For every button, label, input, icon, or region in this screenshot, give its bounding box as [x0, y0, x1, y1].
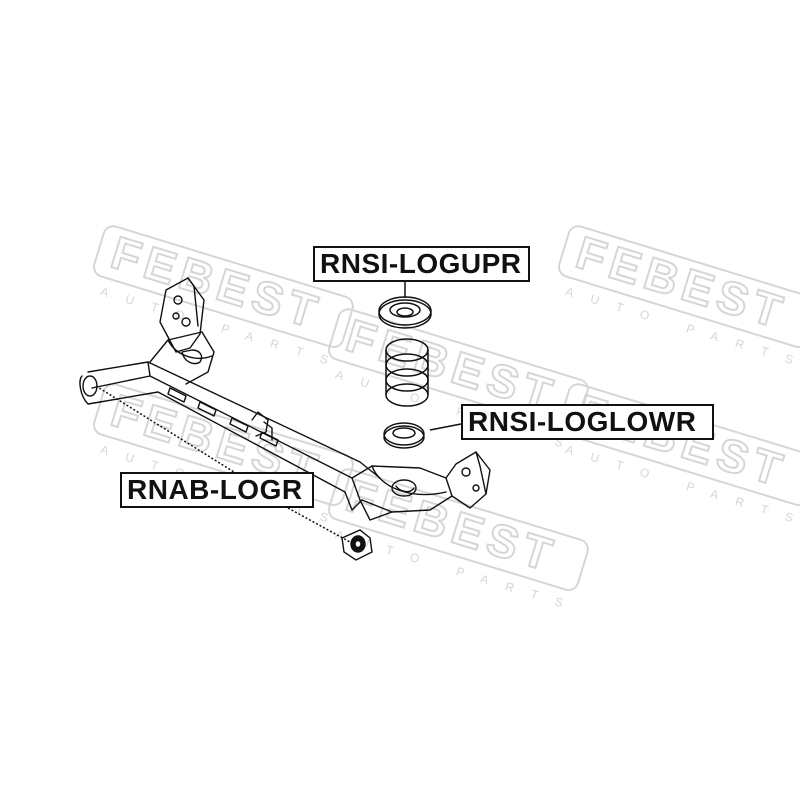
rear-axle-beam: [79, 277, 491, 521]
part-label-lower-spring-seat[interactable]: RNSI-LOGLOWR: [461, 404, 714, 440]
leader-beam-left: [95, 385, 235, 473]
part-label-upper-spring-seat[interactable]: RNSI-LOGUPR: [313, 246, 530, 282]
leader-lines: [95, 282, 462, 543]
coil-spring: [385, 338, 429, 407]
lower-spring-seat: [383, 422, 425, 449]
part-label-axle-beam-bushing[interactable]: RNAB-LOGR: [120, 472, 314, 508]
leader-lower: [429, 423, 462, 431]
axle-beam-bushing: [341, 529, 373, 561]
